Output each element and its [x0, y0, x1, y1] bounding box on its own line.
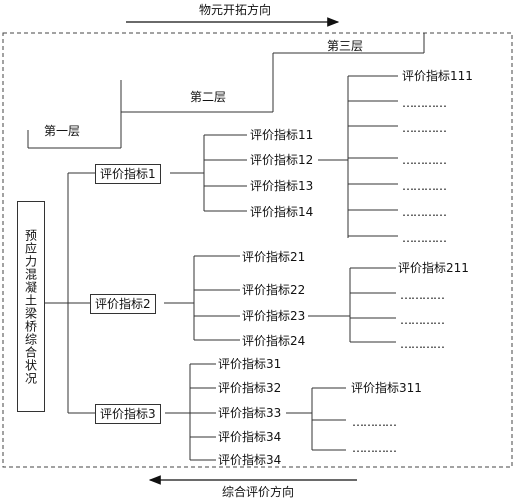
- group3-item: 评价指标32: [218, 381, 282, 395]
- ellipsis: …………: [402, 121, 447, 135]
- leaf-111: 评价指标111: [402, 69, 473, 83]
- layer2-label: 第二层: [190, 90, 227, 104]
- group1-item: 评价指标14: [250, 205, 314, 219]
- group1-item: 评价指标13: [250, 179, 314, 193]
- group1-item: 评价指标12: [250, 153, 314, 167]
- leaf-211: 评价指标211: [398, 261, 469, 275]
- level1-node-2: 评价指标2: [90, 294, 156, 314]
- group2-item: 评价指标24: [242, 334, 306, 348]
- ellipsis: …………: [400, 337, 445, 351]
- ellipsis: …………: [400, 313, 445, 327]
- layer3-label: 第三层: [327, 39, 364, 53]
- group3-item: 评价指标33: [218, 406, 282, 420]
- ellipsis: …………: [352, 415, 397, 429]
- ellipsis: …………: [400, 288, 445, 302]
- group3-item: 评价指标31: [218, 357, 282, 371]
- group3-item: 评价指标34: [218, 430, 282, 444]
- level1-node-3: 评价指标3: [95, 404, 161, 424]
- group2-item: 评价指标22: [242, 283, 306, 297]
- dashed-frame: [2, 32, 513, 468]
- layer1-label: 第一层: [44, 124, 81, 138]
- ellipsis: …………: [402, 96, 447, 110]
- ellipsis: …………: [402, 231, 447, 245]
- ellipsis: …………: [402, 179, 447, 193]
- root-node: 预应力混凝土梁桥综合状况: [17, 201, 45, 412]
- top-arrow-label: 物元开拓方向: [199, 3, 272, 17]
- ellipsis: …………: [402, 153, 447, 167]
- ellipsis: …………: [352, 441, 397, 455]
- layer-steps: [27, 33, 425, 149]
- bottom-arrow-label: 综合评价方向: [222, 485, 295, 499]
- level1-node-1: 评价指标1: [95, 164, 161, 184]
- group1-item: 评价指标11: [250, 128, 314, 142]
- ellipsis: …………: [402, 205, 447, 219]
- group2-item: 评价指标23: [242, 309, 306, 323]
- group3-item: 评价指标34: [218, 453, 282, 467]
- leaf-311: 评价指标311: [351, 381, 422, 395]
- tree-lines: [44, 75, 398, 461]
- group2-item: 评价指标21: [242, 250, 306, 264]
